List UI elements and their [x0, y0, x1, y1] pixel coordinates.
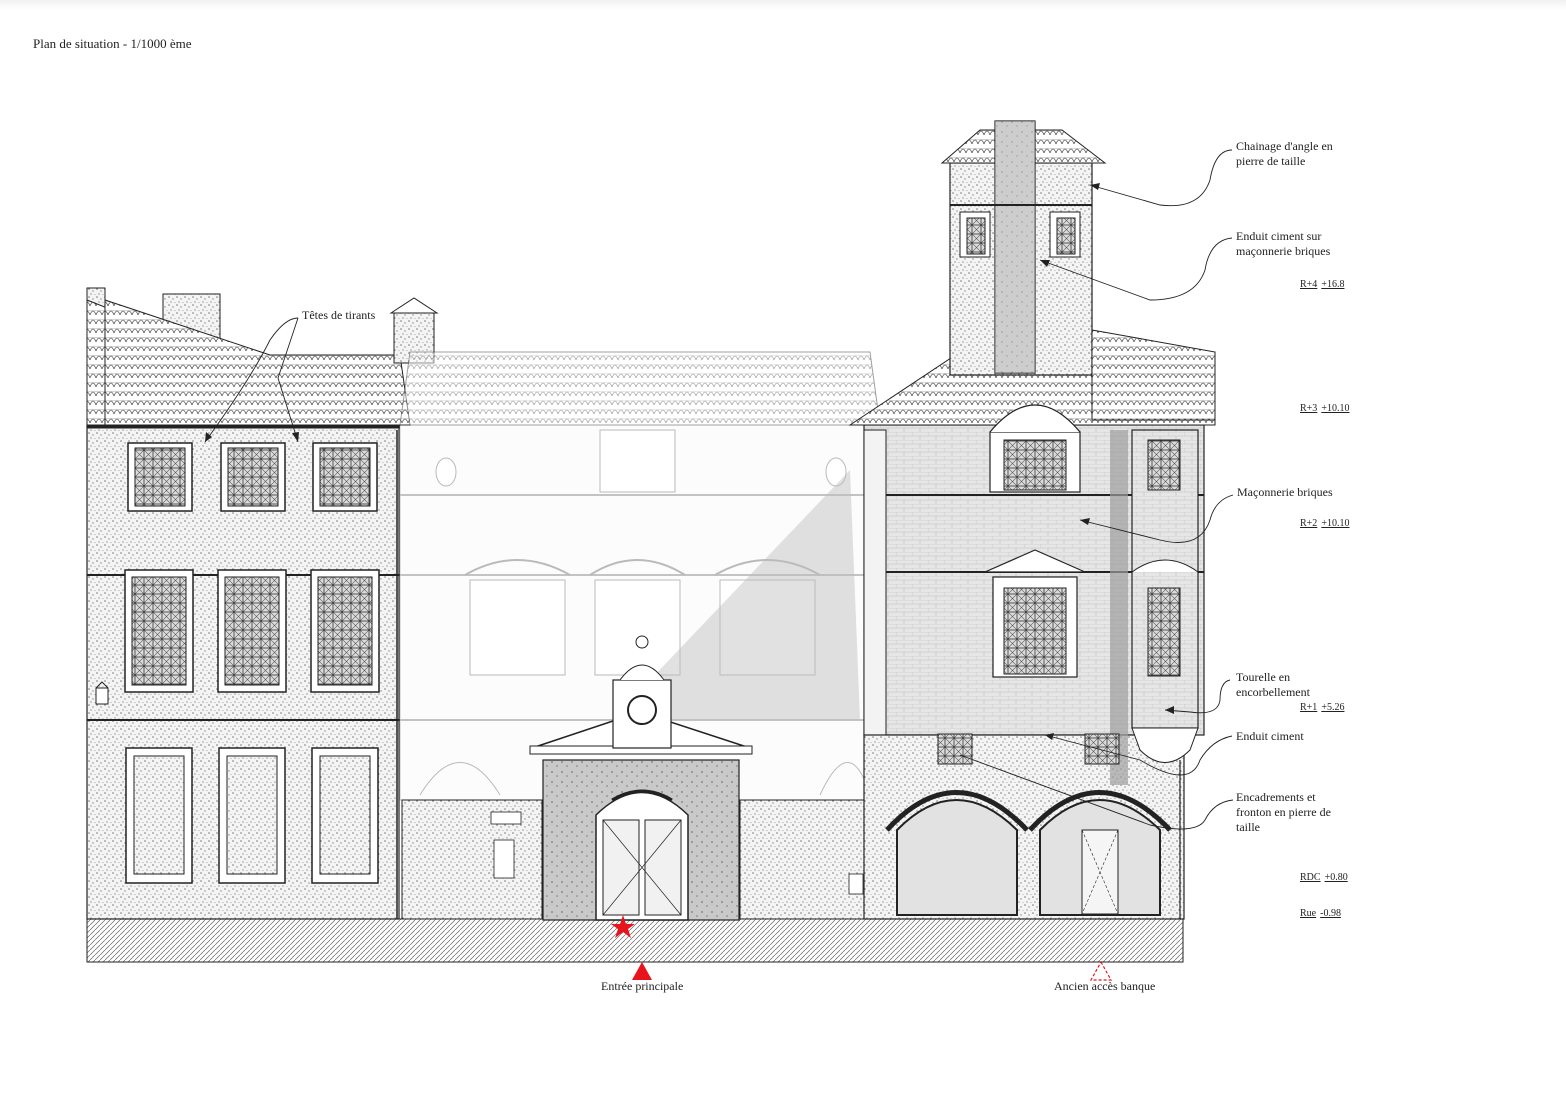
leader-maconnerie	[1079, 494, 1234, 543]
main-entrance-triangle-icon	[632, 962, 652, 980]
right-building	[848, 351, 1216, 920]
street-ground	[86, 918, 1184, 963]
level-r4: R+4+16.8	[1300, 279, 1345, 290]
level-r1: R+1+5.26	[1300, 702, 1345, 713]
annotation-encadrements: Encadrements et fronton en pierre de tai…	[1236, 790, 1331, 834]
left-windows-r2	[127, 442, 378, 512]
leader-tirants-1	[204, 317, 299, 443]
left-windows-rdc	[125, 747, 379, 884]
main-entrance-star-icon	[611, 915, 635, 938]
left-windows-r1	[124, 569, 380, 693]
leader-tirants-2	[277, 317, 299, 443]
arrowheads	[205, 183, 1174, 740]
label-entree-principale: Entrée principale	[601, 979, 684, 993]
leader-chainage	[1089, 149, 1233, 207]
central-right-wall	[739, 799, 881, 920]
level-rdc: RDC+0.80	[1300, 872, 1348, 883]
annotation-tetes-tirants: Têtes de tirants	[302, 308, 376, 322]
level-r2: R+2+10.10	[1300, 518, 1350, 529]
label-ancien-acces-banque: Ancien accès banque	[1054, 979, 1156, 993]
annotation-enduit-sur-briques: Enduit ciment sur maçonnerie briques	[1236, 229, 1331, 258]
leader-encadrements	[959, 754, 1234, 830]
leader-enduit-briques	[1039, 237, 1233, 301]
leader-enduit-ciment	[1044, 734, 1233, 776]
annotation-maconnerie: Maçonnerie briques	[1237, 485, 1333, 499]
leader-lines	[204, 149, 1234, 830]
annotation-tourelle: Tourelle en encorbellement	[1236, 670, 1310, 699]
shadow-wedge	[650, 470, 860, 720]
leader-tourelle	[1164, 679, 1231, 714]
main-portal	[529, 635, 753, 921]
plan-title: Plan de situation - 1/1000 ème	[33, 36, 192, 51]
top-shade	[0, 0, 1566, 10]
level-r3: R+3+10.10	[1300, 403, 1350, 414]
level-rue: Rue-0.98	[1300, 908, 1341, 919]
annotation-enduit-ciment: Enduit ciment	[1236, 729, 1304, 743]
bank-entrance-triangle-icon	[1089, 960, 1113, 981]
lantern-icon	[95, 681, 109, 705]
tower	[940, 120, 1107, 376]
right-gable	[1091, 329, 1216, 421]
annotation-chainage: Chainage d'angle en pierre de taille	[1236, 139, 1333, 168]
